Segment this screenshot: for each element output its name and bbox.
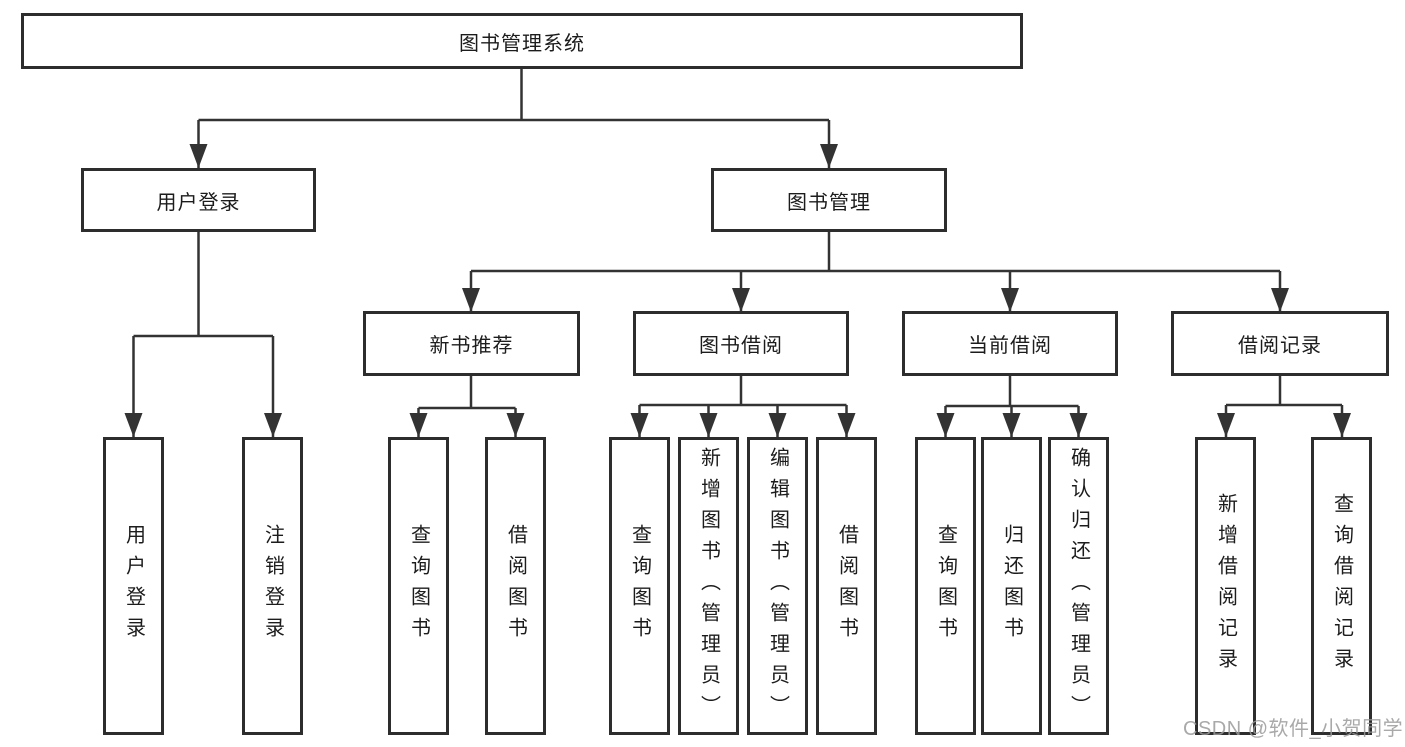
node-label: 新增借阅记录: [1214, 493, 1237, 679]
node-new-book-recommend: 新书推荐: [363, 311, 580, 376]
node-current-borrow: 当前借阅: [902, 311, 1118, 376]
node-label: 图书管理系统: [459, 32, 585, 55]
node-label: 图书管理: [787, 191, 871, 214]
csdn-watermark: CSDN @软件_小贺同学: [1183, 718, 1404, 740]
node-label: 当前借阅: [968, 335, 1052, 357]
leaf-return-books: 归还图书: [981, 437, 1042, 735]
node-label: 确认归还（管理员）: [1067, 446, 1090, 726]
leaf-add-borrow-record: 新增借阅记录: [1195, 437, 1256, 735]
node-label: 借阅记录: [1238, 335, 1322, 357]
leaf-add-books-admin: 新增图书（管理员）: [678, 437, 739, 735]
connector-lines: [132, 69, 1344, 437]
node-label: 查询借阅记录: [1330, 493, 1353, 679]
node-borrow-records: 借阅记录: [1171, 311, 1389, 376]
leaf-confirm-return-admin: 确认归还（管理员）: [1048, 437, 1109, 735]
node-label: 查询图书: [934, 524, 957, 648]
node-system-root: 图书管理系统: [21, 13, 1023, 69]
node-label: 借阅图书: [835, 524, 858, 648]
node-label: 归还图书: [1000, 524, 1023, 648]
node-label: 新增图书（管理员）: [697, 446, 720, 726]
leaf-borrow-books: 借阅图书: [816, 437, 877, 735]
arrowhead-icons: [124, 144, 1351, 437]
leaf-logout: 注销登录: [242, 437, 303, 735]
node-label: 用户登录: [156, 191, 241, 214]
node-book-management-module: 图书管理: [711, 168, 947, 232]
node-label: 图书借阅: [699, 335, 783, 357]
node-label: 用户登录: [122, 524, 145, 648]
node-book-borrow: 图书借阅: [633, 311, 849, 376]
node-label: 借阅图书: [504, 524, 527, 648]
node-label: 注销登录: [261, 524, 284, 648]
node-user-login-module: 用户登录: [81, 168, 316, 232]
leaf-user-login: 用户登录: [103, 437, 164, 735]
node-label: 编辑图书（管理员）: [766, 446, 789, 726]
leaf-recommend-query-books: 查询图书: [388, 437, 449, 735]
node-label: 查询图书: [628, 524, 651, 648]
leaf-borrow-query-books: 查询图书: [609, 437, 670, 735]
leaf-recommend-borrow-books: 借阅图书: [485, 437, 546, 735]
node-label: 查询图书: [407, 524, 430, 648]
node-label: 新书推荐: [429, 335, 514, 357]
leaf-query-borrow-record: 查询借阅记录: [1311, 437, 1372, 735]
leaf-edit-books-admin: 编辑图书（管理员）: [747, 437, 808, 735]
leaf-current-query-books: 查询图书: [915, 437, 976, 735]
